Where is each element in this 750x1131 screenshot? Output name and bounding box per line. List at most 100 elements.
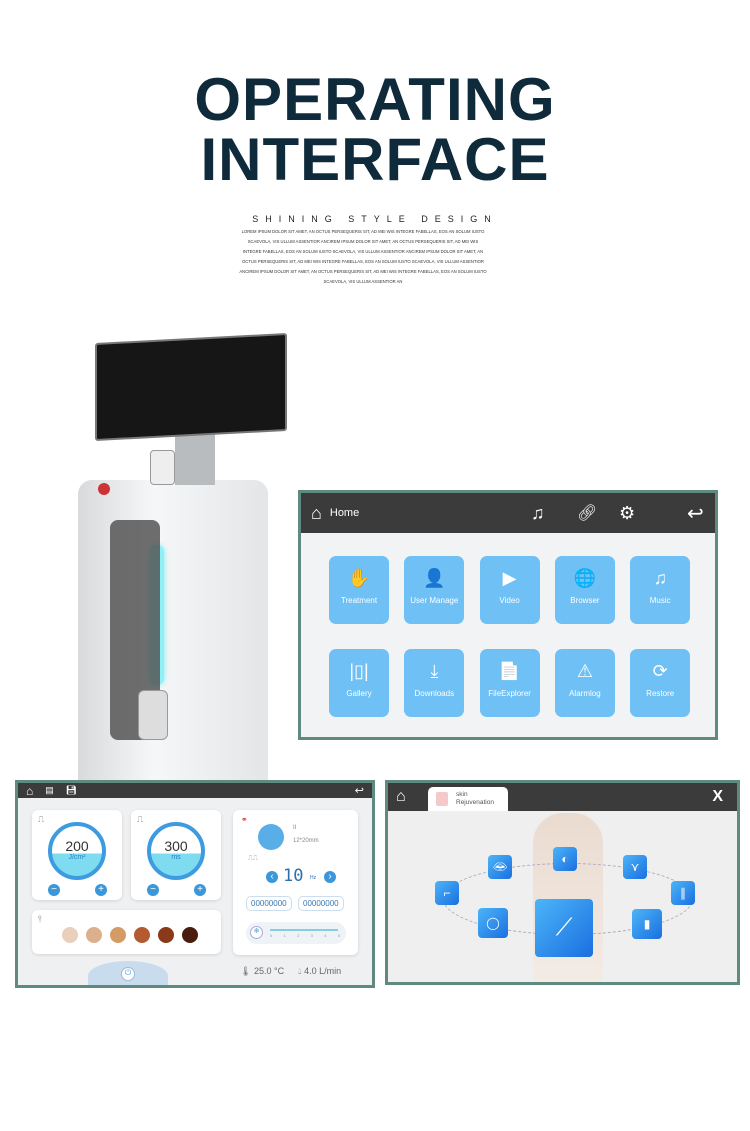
home-title: Home xyxy=(329,507,360,519)
tile-gallery[interactable]: |▯|Gallery xyxy=(329,649,389,717)
tile-icon: 📄 xyxy=(498,661,521,681)
power-base: ⏻ xyxy=(88,961,168,985)
home-icon[interactable]: ⌂ xyxy=(311,502,322,523)
tile-label: Video xyxy=(499,596,520,605)
pulse-icon: ⎍ xyxy=(38,814,45,824)
pulse-plus-button[interactable]: + xyxy=(194,884,206,896)
tile-alarmlog[interactable]: ⚠Alarmlog xyxy=(554,649,615,717)
pulse-width-unit: ms xyxy=(171,854,181,861)
emergency-button[interactable] xyxy=(98,483,110,495)
energy-unit: J/cm² xyxy=(68,854,86,861)
frequency-decrease-button[interactable]: ‹ xyxy=(266,871,278,883)
energy-plus-button[interactable]: + xyxy=(95,884,107,896)
tile-icon: |▯| xyxy=(349,661,369,681)
tile-label: FileExplorer xyxy=(488,689,531,698)
device-screen xyxy=(95,332,287,442)
pulse-width-value: 300 xyxy=(164,838,188,854)
cooling-scale-label: 3 xyxy=(310,933,313,938)
tile-icon: 🌐 xyxy=(573,568,597,588)
skin-type-swatch[interactable] xyxy=(134,927,150,943)
tile-video[interactable]: ▶Video xyxy=(479,556,540,624)
tile-user-manage[interactable]: 👤User Manage xyxy=(404,556,465,624)
lips-icon[interactable]: 👄︎ xyxy=(488,855,512,879)
subtitle: SHINING STYLE DESIGN xyxy=(252,214,498,224)
save-icon[interactable]: 💾︎ xyxy=(65,785,78,795)
skin-type-swatch[interactable] xyxy=(182,927,198,943)
tile-label: Browser xyxy=(570,596,600,605)
cooling-track xyxy=(270,929,338,931)
flow-readout: 💧︎ 4.0 L/min xyxy=(298,966,341,977)
skin-type-swatch[interactable] xyxy=(62,927,78,943)
tile-browser[interactable]: 🌐 Browser xyxy=(554,556,615,624)
tile-music[interactable]: ♫Music xyxy=(630,556,691,624)
page-title-line2: INTERFACE xyxy=(200,126,550,193)
skin-icon xyxy=(436,792,448,806)
back-icon[interactable]: ↩ xyxy=(687,502,704,525)
handpiece xyxy=(138,690,168,740)
energy-value: 200 xyxy=(65,838,89,854)
tile-label: Alarmlog xyxy=(569,689,601,698)
cooling-scale-label: 5 xyxy=(337,933,340,938)
tile-label: User Manage xyxy=(410,596,459,605)
home-screen: ⌂ Home ♫ 🔗︎ ⚙ ↩ ✋ Treatment 👤User Manage▶V… xyxy=(298,490,718,740)
device-body xyxy=(78,480,268,780)
back-icon[interactable]: ↩ xyxy=(354,785,364,797)
spot-size: 12*20mm xyxy=(293,838,319,844)
gear-icon[interactable]: ⚙ xyxy=(619,502,636,523)
tab-label-line1: skin xyxy=(456,791,468,798)
energy-minus-button[interactable]: − xyxy=(48,884,60,896)
cooling-scale-label: 2 xyxy=(297,933,300,938)
tile-icon: ⤓ xyxy=(430,661,439,681)
home-icon[interactable]: ⌂ xyxy=(26,783,34,798)
document-icon[interactable]: ▤ xyxy=(45,785,54,795)
pulse-minus-button[interactable]: − xyxy=(147,884,159,896)
leg-icon[interactable]: ∥ xyxy=(671,881,695,905)
hair-icon: ⫯ xyxy=(38,914,42,924)
tab-label-line2: Rejuvenation xyxy=(456,799,494,806)
tile-fileexplorer[interactable]: 📄 FileExplorer xyxy=(479,649,540,717)
tile-restore[interactable]: ⟳Restore xyxy=(630,649,691,717)
tile-label: Music xyxy=(649,596,671,605)
legs-icon[interactable]: ⟋ xyxy=(535,899,593,957)
tile-label: Treatment xyxy=(340,596,378,605)
skin-type-swatch[interactable] xyxy=(158,927,174,943)
armpit-icon[interactable]: ⋎ xyxy=(623,855,647,879)
cooling-scale-label: 4 xyxy=(324,933,327,938)
temperature-readout: 🌡︎ 25.0 °C xyxy=(240,966,284,977)
tile-label: Restore xyxy=(646,689,675,698)
frequency-value: 10 xyxy=(283,866,304,886)
close-button[interactable]: X xyxy=(712,788,723,805)
tile-icon: ✋ xyxy=(347,568,371,588)
body-icon[interactable]: ▮ xyxy=(632,909,662,939)
frequency-icon: ⎍⎍ xyxy=(248,855,258,862)
power-icon[interactable]: ⏻ xyxy=(121,967,135,981)
treatment-header: ⌂ ▤ 💾︎ ↩ xyxy=(18,783,372,798)
face-icon[interactable]: ◐ xyxy=(553,847,577,871)
handpiece-card: ⚭ II 12*20mm ⎍⎍ ‹ 10 Hz › 00000000 00000… xyxy=(233,810,358,955)
pulse-icon: ⎍ xyxy=(137,814,144,824)
flow-value: 4.0 L/min xyxy=(304,966,342,976)
cheek-icon[interactable]: ◯ xyxy=(478,908,508,938)
page-title-line1: OPERATING xyxy=(194,66,556,133)
skin-type-swatch[interactable] xyxy=(110,927,126,943)
arm-icon[interactable]: ⌐ xyxy=(435,881,459,905)
music-icon[interactable]: ♫ xyxy=(531,502,545,523)
handpiece-icon xyxy=(258,824,284,850)
frequency-increase-button[interactable]: › xyxy=(324,871,336,883)
tile-downloads[interactable]: ⤓Downloads xyxy=(404,649,465,717)
tile-treatment[interactable]: ✋ Treatment xyxy=(329,556,389,624)
link-icon[interactable]: 🔗︎ xyxy=(577,505,598,522)
temperature-value: 25.0 °C xyxy=(253,966,285,976)
home-icon[interactable]: ⌂ xyxy=(396,788,406,805)
home-header: ⌂ Home ♫ 🔗︎ ⚙ ↩ xyxy=(301,493,715,533)
skin-type-swatch[interactable] xyxy=(86,927,102,943)
